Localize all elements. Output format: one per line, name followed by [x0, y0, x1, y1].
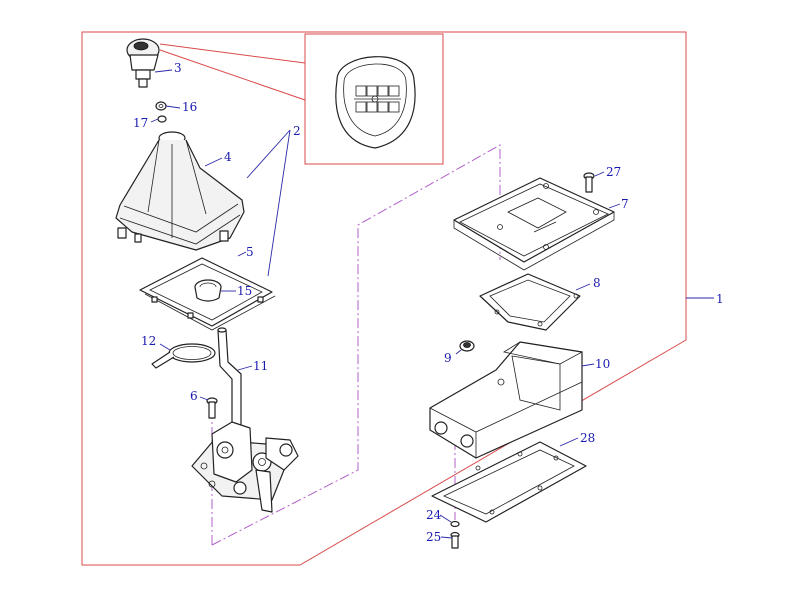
- callout-9: 9: [444, 351, 452, 365]
- cover-plate: [453, 177, 615, 271]
- dust-seal: [194, 279, 222, 302]
- callout-12: 12: [141, 334, 156, 348]
- bottom-plate: [431, 441, 587, 523]
- callout-27: 27: [606, 165, 621, 179]
- shift-boot: [115, 131, 245, 251]
- shift-lever: [217, 327, 242, 431]
- callout-17: 17: [133, 116, 148, 130]
- callout-11: 11: [253, 359, 268, 373]
- shift-knob: [126, 38, 160, 88]
- shifter-housing: [429, 341, 584, 459]
- callout-2: 2: [293, 124, 301, 138]
- hose-clamp: [151, 343, 216, 369]
- knob-washer: [157, 115, 167, 123]
- knob-detail-inset: [159, 33, 444, 165]
- callout-16: 16: [182, 100, 197, 114]
- grommet: [459, 340, 475, 352]
- callout-3: 3: [174, 61, 182, 75]
- drain-bolt: [450, 531, 460, 549]
- mounting-bolt: [206, 397, 218, 419]
- callout-1: 1: [716, 292, 724, 306]
- leader-lines: [150, 69, 621, 539]
- callout-25: 25: [426, 530, 441, 544]
- drain-washer: [450, 520, 460, 528]
- callout-7: 7: [621, 197, 629, 211]
- knob-nut: [155, 101, 167, 111]
- assembly-boundary: [81, 31, 714, 566]
- callout-10: 10: [595, 357, 610, 371]
- cover-gasket: [479, 273, 581, 331]
- callout-24: 24: [426, 508, 442, 522]
- callout-6: 6: [190, 389, 198, 403]
- shift-pattern-icon: [354, 85, 401, 113]
- callout-8: 8: [593, 276, 601, 290]
- cover-screw: [583, 172, 595, 193]
- callout-4: 4: [224, 150, 232, 164]
- shifter-base-mechanism: [191, 421, 299, 513]
- callout-5: 5: [246, 245, 254, 259]
- callout-15: 15: [237, 284, 252, 298]
- callout-28: 28: [580, 431, 595, 445]
- callout-labels: 1 2 3 4 5 6 7 8 9 10 11 12 15 16 17 24 2…: [133, 61, 724, 544]
